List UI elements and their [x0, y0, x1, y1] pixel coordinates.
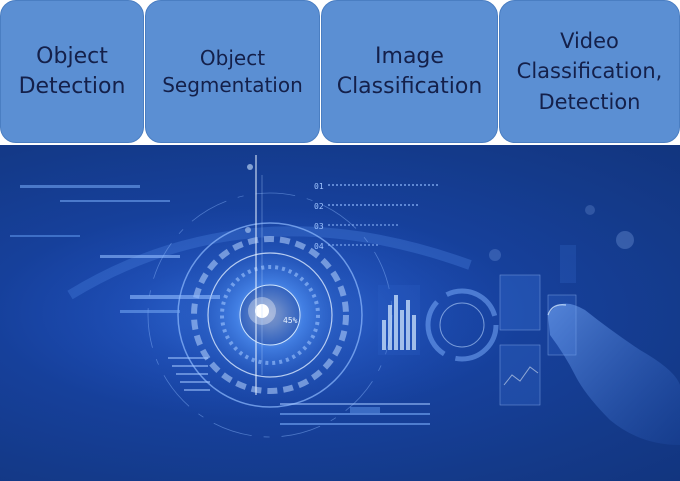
bottom-data-strip	[280, 403, 430, 425]
category-tabs: Object Detection Object Segmentation Ima…	[0, 0, 680, 145]
hero-image: 45% 01 02 03 04	[0, 145, 680, 481]
eye-scan-illustration: 45% 01 02 03 04	[10, 155, 680, 445]
bar-chart-panel	[378, 285, 420, 355]
hud-rows: 01 02 03 04	[314, 182, 440, 251]
svg-text:04: 04	[314, 242, 324, 251]
tab-object-detection[interactable]: Object Detection	[0, 0, 144, 143]
svg-text:02: 02	[314, 202, 324, 211]
hand-silhouette	[548, 303, 680, 445]
svg-text:03: 03	[314, 222, 324, 231]
center-readout: 45%	[283, 316, 298, 325]
tab-object-segmentation[interactable]: Object Segmentation	[145, 0, 320, 143]
tab-image-classification[interactable]: Image Classification	[321, 0, 498, 143]
svg-text:01: 01	[314, 182, 324, 191]
tab-video-classification-detection[interactable]: Video Classification, Detection	[499, 0, 680, 143]
